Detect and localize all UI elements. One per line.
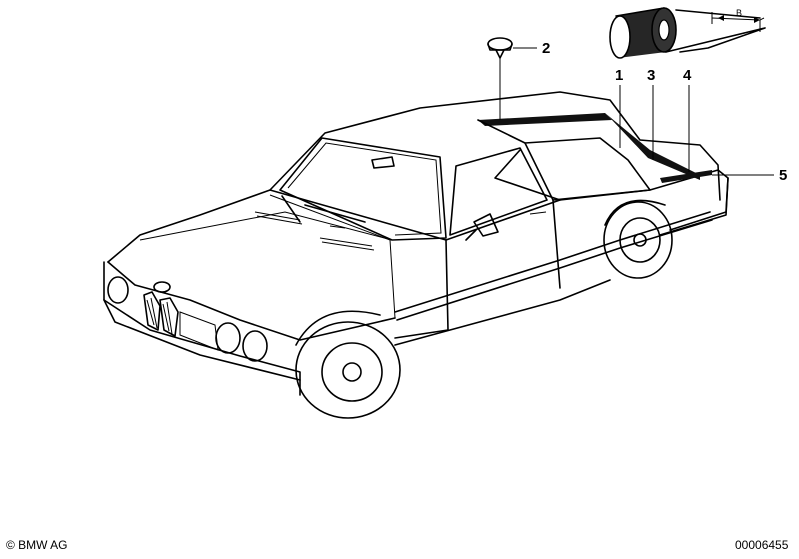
car-illustration [103,91,729,419]
leader-lines [499,47,774,176]
dimension-label: B [736,8,742,18]
clip-part-icon [487,37,513,59]
callout-3: 3 [647,67,655,84]
copyright-notice: © BMW AG [6,538,68,552]
material-roll-icon [609,7,766,59]
callout-5: 5 [779,167,787,184]
callout-1: 1 [615,67,623,84]
callout-2: 2 [542,40,550,57]
callout-4: 4 [683,67,692,84]
document-number: 00006455 [735,538,789,552]
